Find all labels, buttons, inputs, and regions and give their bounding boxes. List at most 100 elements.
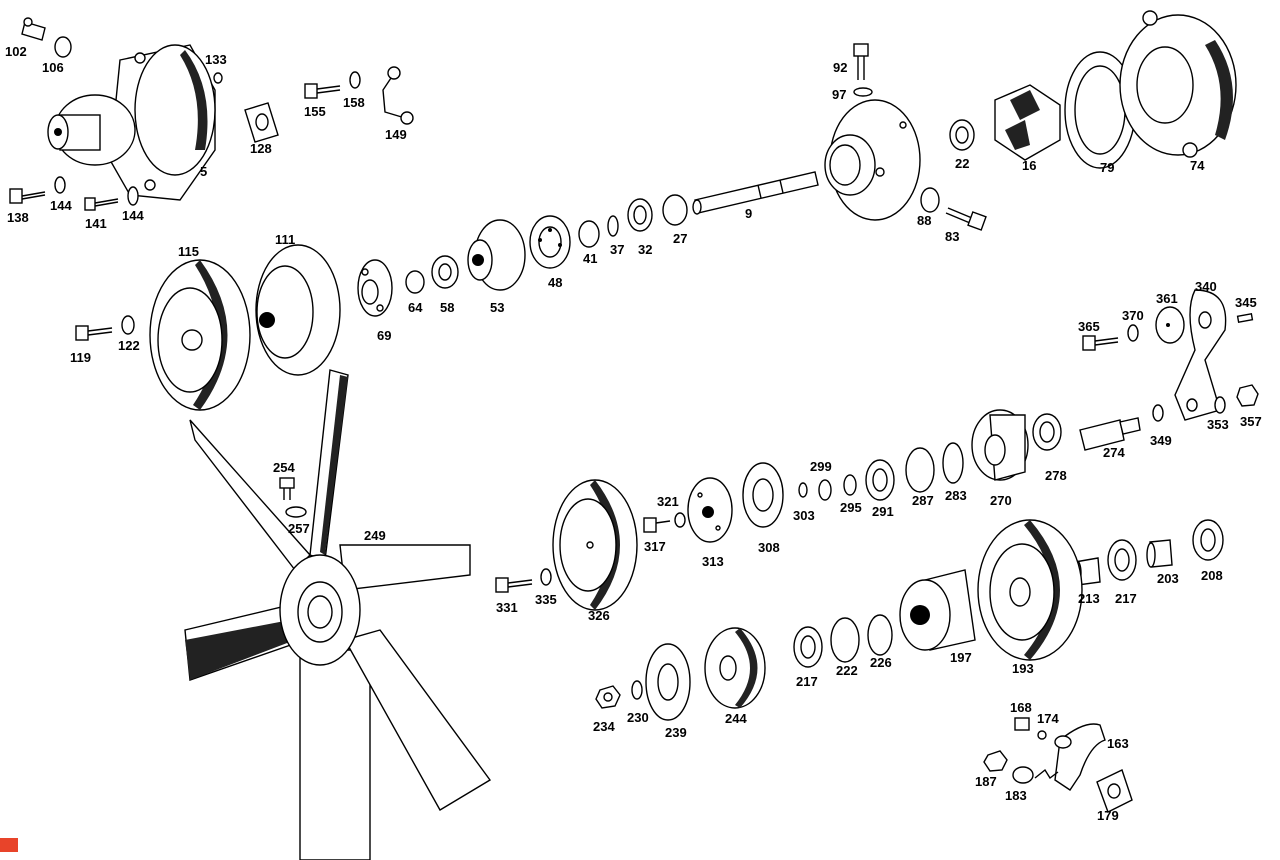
housing-270 — [971, 409, 1029, 481]
circlip-226 — [867, 614, 893, 656]
spacer-58 — [431, 255, 459, 289]
label-335: 335 — [535, 592, 557, 607]
washer-158 — [349, 71, 361, 89]
gasket-79 — [1064, 51, 1136, 169]
washer-144b — [127, 186, 139, 206]
washer-174 — [1037, 730, 1047, 740]
pin-345 — [1236, 313, 1254, 323]
pipe-149 — [382, 66, 414, 125]
label-326: 326 — [588, 608, 610, 623]
label-197: 197 — [950, 650, 972, 665]
nut-187 — [983, 750, 1008, 772]
label-64: 64 — [408, 300, 423, 315]
label-9: 9 — [745, 206, 752, 221]
label-74: 74 — [1190, 158, 1205, 173]
label-230: 230 — [627, 710, 649, 725]
label-88: 88 — [917, 213, 931, 228]
label-174: 174 — [1037, 711, 1059, 726]
washer-88 — [920, 187, 940, 213]
label-357: 357 — [1240, 414, 1262, 429]
label-244: 244 — [725, 711, 747, 726]
label-122: 122 — [118, 338, 140, 353]
label-144b: 144 — [122, 208, 144, 223]
bolt-274 — [1079, 417, 1141, 451]
pulley-115 — [149, 259, 251, 411]
label-179: 179 — [1097, 808, 1119, 823]
label-138: 138 — [7, 210, 29, 225]
bearing-217b — [793, 626, 823, 668]
hub-197 — [899, 569, 976, 651]
label-149: 149 — [385, 127, 407, 142]
label-278: 278 — [1045, 468, 1067, 483]
leader-line — [1034, 768, 1059, 780]
washer-97 — [853, 87, 873, 97]
label-58: 58 — [440, 300, 454, 315]
bolt-138 — [9, 188, 46, 204]
seal-208 — [1192, 519, 1224, 561]
label-370: 370 — [1122, 308, 1144, 323]
pulley-111 — [255, 244, 341, 376]
hub-313 — [687, 477, 733, 543]
label-5: 5 — [200, 164, 207, 179]
bolt-155 — [304, 83, 341, 99]
washer-257 — [285, 506, 307, 518]
bolt-317 — [643, 517, 671, 533]
label-203: 203 — [1157, 571, 1179, 586]
bolt-168 — [1014, 717, 1030, 731]
bolt-254 — [279, 477, 295, 500]
label-361: 361 — [1156, 291, 1178, 306]
ring-287 — [905, 447, 935, 493]
label-128: 128 — [250, 141, 272, 156]
label-299: 299 — [810, 459, 832, 474]
washer-349 — [1152, 404, 1164, 422]
label-168: 168 — [1010, 700, 1032, 715]
label-144a: 144 — [50, 198, 72, 213]
label-222: 222 — [836, 663, 858, 678]
label-133: 133 — [205, 52, 227, 67]
fan-249 — [184, 369, 492, 860]
washer-335 — [540, 568, 552, 586]
pulley-193 — [977, 519, 1083, 661]
label-163: 163 — [1107, 736, 1129, 751]
part-labels: 102 106 133 5 138 144 141 144 128 155 15… — [5, 44, 1262, 823]
label-106: 106 — [42, 60, 64, 75]
label-92: 92 — [833, 60, 847, 75]
label-79: 79 — [1100, 160, 1114, 175]
shaft-9 — [692, 171, 819, 215]
circlip-283 — [942, 442, 964, 484]
label-69: 69 — [377, 328, 391, 343]
clip-37 — [607, 215, 619, 237]
label-274: 274 — [1103, 445, 1125, 460]
washer-183 — [1012, 766, 1034, 784]
nut-357 — [1236, 384, 1259, 407]
label-303: 303 — [793, 508, 815, 523]
label-321: 321 — [657, 494, 679, 509]
label-83: 83 — [945, 229, 959, 244]
gasket-179 — [1096, 769, 1133, 813]
ring-64 — [405, 270, 425, 294]
disc-244 — [704, 627, 766, 709]
washer-353 — [1214, 396, 1226, 414]
label-365: 365 — [1078, 319, 1100, 334]
washer-230 — [631, 680, 643, 700]
label-97: 97 — [832, 87, 846, 102]
label-16: 16 — [1022, 158, 1036, 173]
washer-370 — [1127, 324, 1139, 342]
label-249: 249 — [364, 528, 386, 543]
label-345: 345 — [1235, 295, 1257, 310]
label-353: 353 — [1207, 417, 1229, 432]
flange-hub — [824, 99, 921, 221]
label-193: 193 — [1012, 661, 1034, 676]
label-308: 308 — [758, 540, 780, 555]
fitting-102 — [21, 17, 46, 41]
plate-361 — [1155, 306, 1185, 344]
pulley-326 — [552, 479, 638, 611]
bolt-141 — [84, 197, 119, 211]
label-155: 155 — [304, 104, 326, 119]
clip-303 — [798, 482, 808, 498]
hub-69 — [357, 259, 393, 317]
seal-278 — [1032, 413, 1062, 451]
label-217b: 217 — [796, 674, 818, 689]
